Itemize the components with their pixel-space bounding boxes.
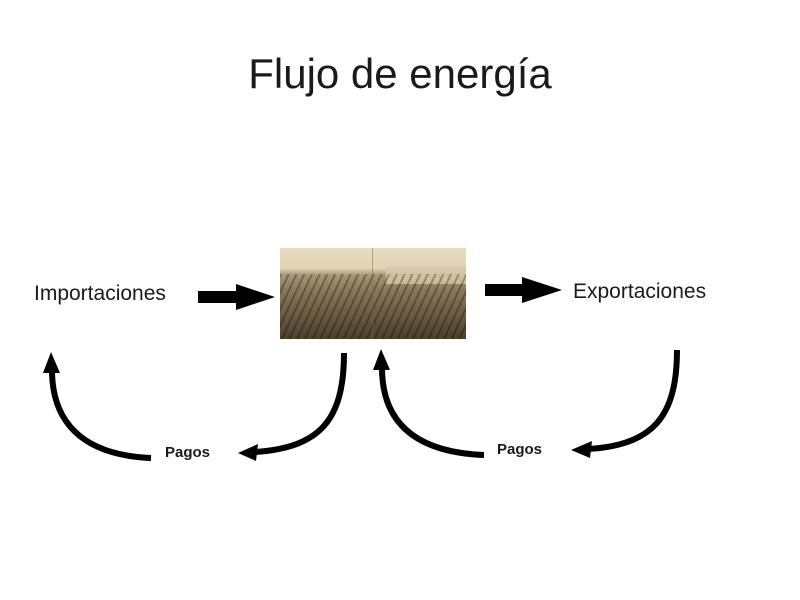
arrow-exports-to-pagos-right <box>571 349 680 458</box>
payments-label-left: Pagos <box>165 444 211 461</box>
arrow-imports-to-city <box>198 284 275 310</box>
imports-label: Importaciones <box>34 282 166 305</box>
arrow-pagos-right-to-city <box>373 349 485 458</box>
city-image-streets <box>280 274 466 339</box>
city-image-sea <box>386 266 466 284</box>
exports-label: Exportaciones <box>573 280 707 303</box>
city-image-fold <box>372 248 373 339</box>
diagram-title: Flujo de energía <box>248 50 552 97</box>
arrow-city-to-exports <box>485 277 562 303</box>
city-image <box>280 248 466 339</box>
arrow-city-to-pagos-left <box>238 352 347 461</box>
payments-label-right: Pagos <box>497 441 543 458</box>
arrow-pagos-left-to-imports <box>43 352 152 461</box>
